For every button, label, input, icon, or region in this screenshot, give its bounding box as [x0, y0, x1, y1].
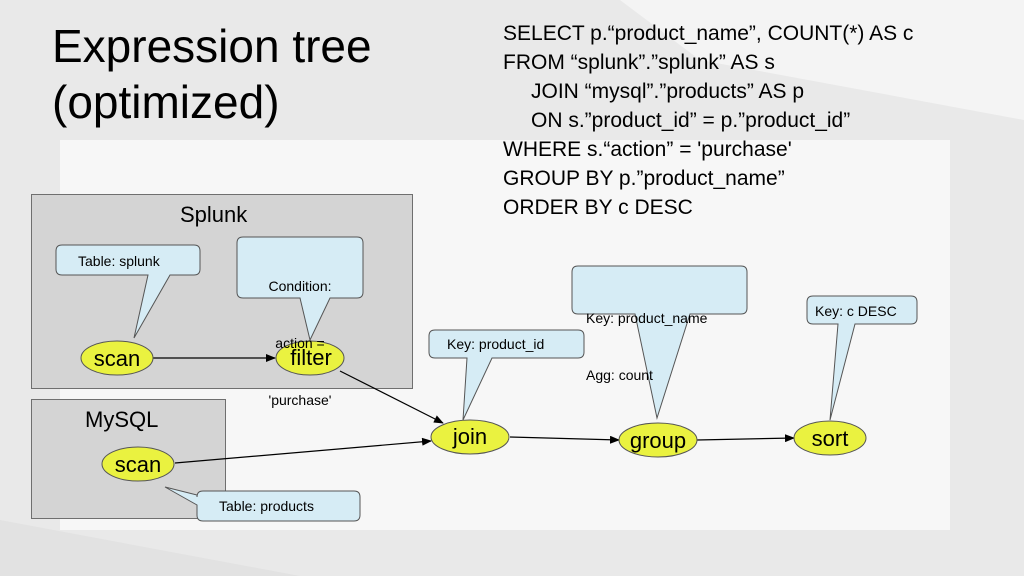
node-scan-mysql	[101, 446, 175, 482]
callout-sort-key-text: Key: c DESC	[815, 303, 897, 319]
sql-line: FROM “splunk”.”splunk” AS s	[503, 51, 775, 74]
sql-line: WHERE s.“action” = 'purchase'	[503, 138, 792, 161]
node-scan-mysql-label: scan	[114, 452, 162, 477]
group-key-line-2: Agg: count	[586, 367, 653, 383]
slide-title: Expression tree (optimized)	[52, 18, 472, 130]
callout-key-product-id-text: Key: product_id	[447, 336, 545, 352]
node-filter-label: filter	[290, 345, 332, 370]
sql-line: JOIN “mysql”.”products” AS p	[531, 80, 805, 103]
node-join-label: join	[452, 424, 488, 449]
condition-line-3: 'purchase'	[268, 392, 332, 408]
callout-table-products-text: Table: products	[219, 498, 314, 514]
callout-key-product-id	[428, 329, 585, 421]
condition-line-1: Condition:	[268, 278, 332, 294]
node-sort-label: sort	[811, 426, 849, 451]
callout-group-key	[571, 265, 748, 420]
title-line-1: Expression tree	[52, 20, 372, 72]
sql-line: GROUP BY p.”product_name”	[503, 167, 785, 190]
sql-line: ON s.”product_id” = p.”product_id”	[531, 109, 851, 132]
callout-condition	[236, 236, 364, 342]
callout-table-splunk	[55, 244, 201, 339]
title-line-2: (optimized)	[52, 76, 280, 128]
callout-sort-key	[806, 295, 918, 421]
edge-group-to-sort	[696, 434, 795, 443]
edge-join-to-group	[509, 435, 620, 444]
node-scan-splunk-label: scan	[93, 346, 141, 371]
callout-table-products	[164, 486, 361, 522]
edge-filter-to-join	[339, 370, 444, 424]
edge-mysql-scan-to-join	[174, 437, 432, 464]
condition-line-2: action =	[275, 335, 325, 351]
sql-line: ORDER BY c DESC	[503, 196, 693, 219]
callout-condition-text: Condition: action = 'purchase'	[237, 239, 363, 429]
splunk-region-label: Splunk	[180, 202, 248, 227]
node-sort	[793, 420, 867, 456]
callout-group-key-text: Key: product_name Agg: count	[586, 271, 707, 404]
node-group-label: group	[629, 428, 687, 453]
sql-query: SELECT p.“product_name”, COUNT(*) AS c F…	[503, 19, 1023, 222]
callout-table-splunk-text: Table: splunk	[78, 253, 160, 269]
mysql-region-label: MySQL	[85, 407, 159, 432]
node-scan-splunk	[80, 340, 154, 376]
node-filter	[275, 340, 345, 376]
node-group	[618, 422, 698, 458]
node-join	[430, 419, 510, 455]
sql-line: SELECT p.“product_name”, COUNT(*) AS c	[503, 22, 914, 45]
group-key-line-1: Key: product_name	[586, 310, 708, 326]
